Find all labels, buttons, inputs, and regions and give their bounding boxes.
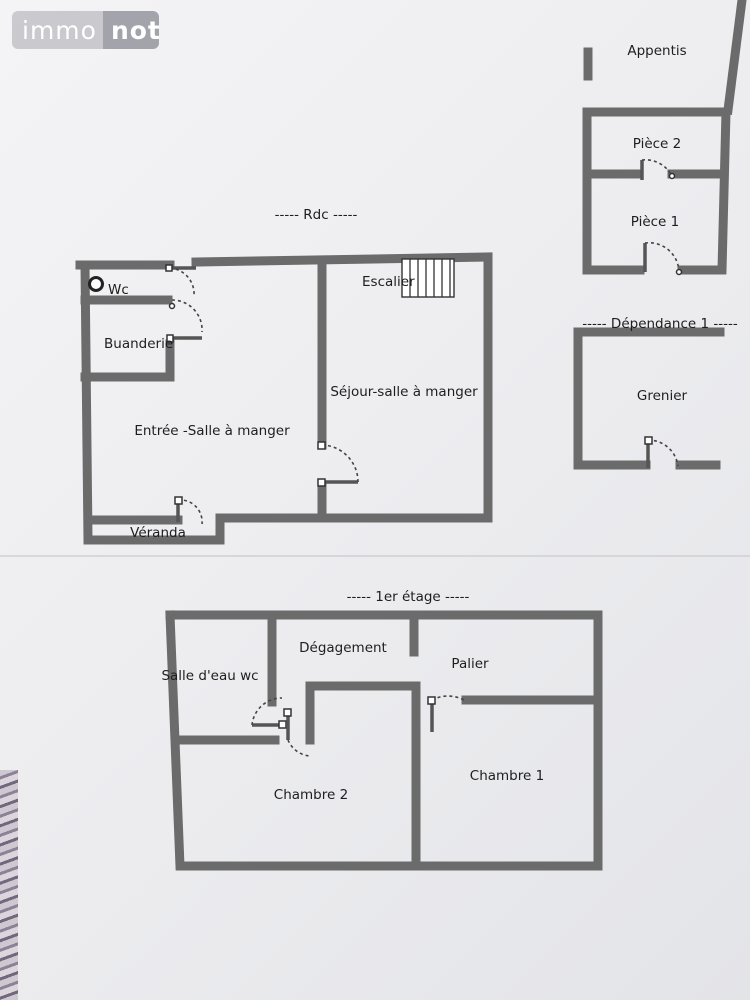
rdc-title: ----- Rdc ----- — [275, 207, 358, 223]
door-veranda — [174, 496, 203, 525]
chambre2-wall — [305, 681, 421, 867]
rdc-plan: ----- Rdc ----- Wc Buanderie Escalier Sé… — [75, 207, 493, 545]
salle-eau-wall — [173, 617, 280, 745]
annexe-outer-wall — [582, 107, 731, 275]
buanderie-wall — [80, 339, 175, 382]
room-sejour-label: Séjour-salle à manger — [330, 384, 478, 400]
room-piece1-label: Pièce 1 — [631, 214, 680, 230]
door-sejour — [317, 441, 359, 487]
immonot-watermark: immo not — [12, 11, 159, 49]
room-degagement-label: Dégagement — [299, 640, 387, 656]
room-grenier-label: Grenier — [637, 388, 688, 404]
room-veranda-label: Véranda — [130, 525, 186, 541]
room-chambre1-label: Chambre 1 — [470, 768, 544, 784]
room-buanderie-label: Buanderie — [104, 336, 173, 352]
etage-title: ----- 1er étage ----- — [347, 589, 470, 605]
door-chambre1 — [427, 695, 465, 732]
door-grenier — [644, 436, 679, 468]
annexe-plan: Appentis Pièce 2 Pièce 1 — [582, 0, 747, 276]
toilet-icon — [88, 276, 104, 292]
room-palier-label: Palier — [451, 656, 489, 672]
dependance-plan: ----- Dépendance 1 ----- Grenier — [573, 316, 738, 470]
room-piece2-label: Pièce 2 — [633, 136, 682, 152]
room-wc-label: Wc — [108, 282, 129, 298]
watermark-part1: immo — [12, 11, 103, 49]
door-piece1 — [643, 241, 683, 276]
rdc-outer-wall — [75, 252, 493, 545]
appentis-edge — [722, 0, 747, 116]
room-appentis-label: Appentis — [627, 43, 686, 59]
dependance-title: ----- Dépendance 1 ----- — [582, 316, 738, 332]
dependance-wall — [573, 327, 725, 470]
door-piece2 — [640, 159, 676, 180]
room-salle-eau-label: Salle d'eau wc — [161, 668, 258, 684]
door-buanderie-top — [168, 299, 203, 333]
fabric-edge — [0, 770, 18, 1000]
etage-outer-wall — [165, 610, 603, 871]
door-salle-eau — [251, 697, 287, 729]
room-escalier-label: Escalier — [362, 274, 415, 290]
staircase — [401, 258, 455, 298]
door-chambre2 — [283, 708, 311, 757]
door-buanderie — [166, 334, 202, 343]
door-wc — [165, 264, 196, 297]
watermark-part2: not — [102, 11, 159, 49]
etage-plan: ----- 1er étage ----- Dégagement Palier … — [161, 589, 603, 871]
room-entree-label: Entrée -Salle à manger — [134, 423, 290, 439]
room-chambre2-label: Chambre 2 — [274, 787, 348, 803]
